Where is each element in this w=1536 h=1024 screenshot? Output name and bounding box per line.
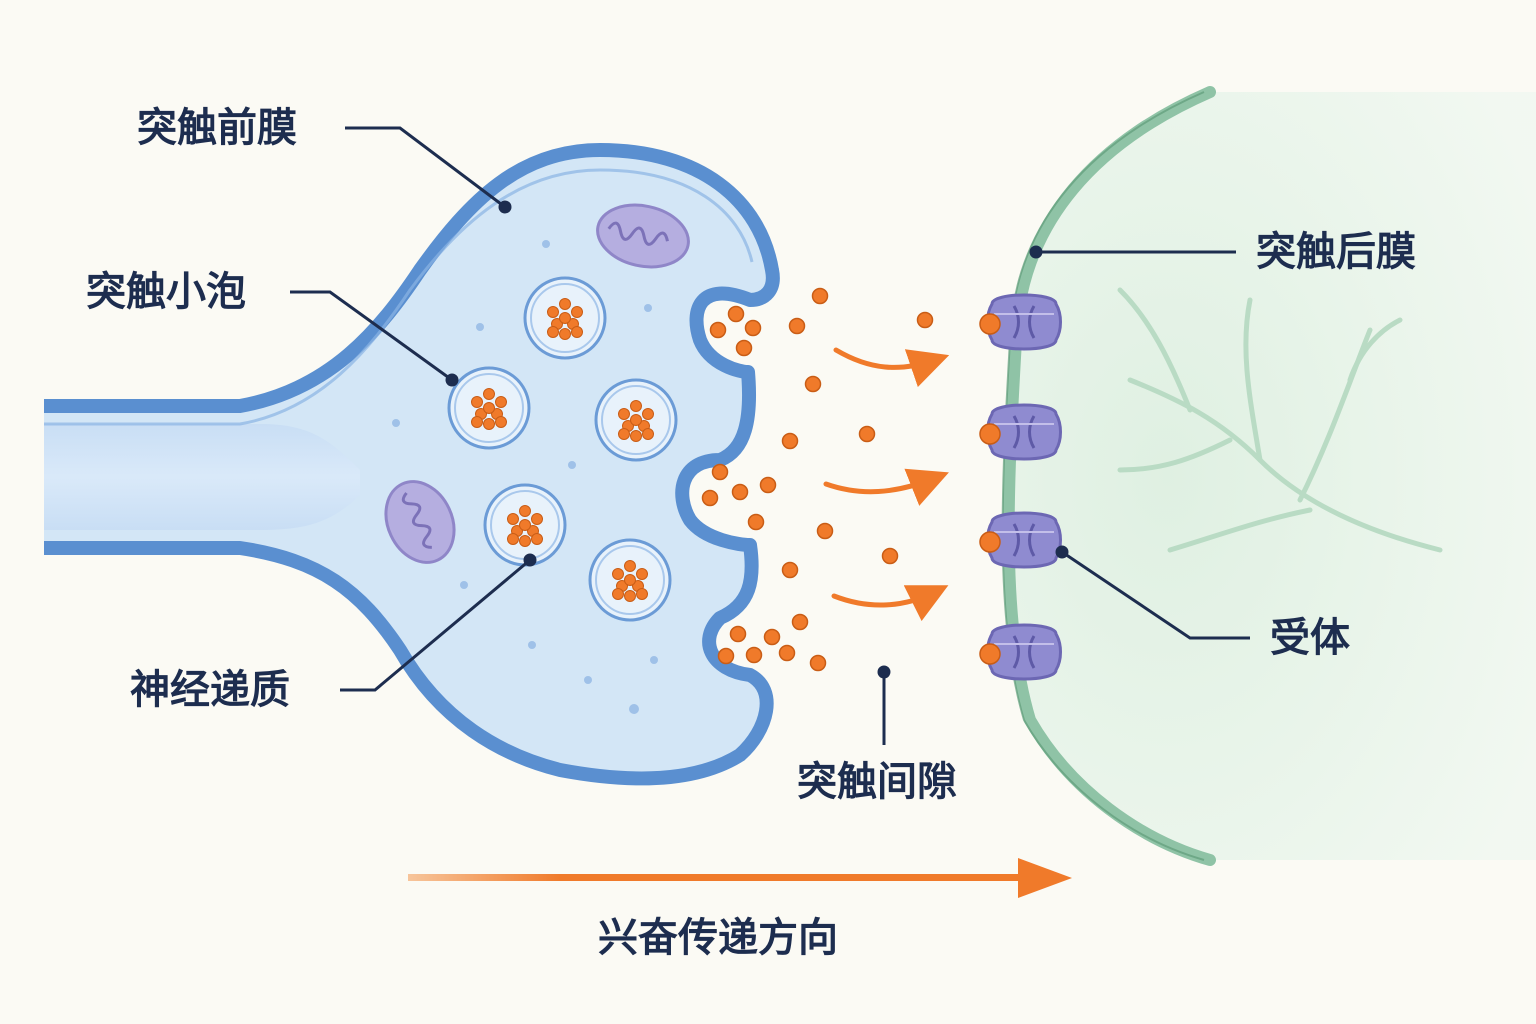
flow-arrows <box>823 347 950 622</box>
neurotransmitter-molecule-icon <box>744 319 762 337</box>
neurotransmitter-molecule-icon <box>781 561 799 579</box>
mitochondrion-icon <box>384 480 456 564</box>
neurotransmitter-molecule-icon <box>788 317 806 335</box>
label-postsynaptic-membrane: 突触后膜 <box>1256 229 1416 275</box>
cytoplasm-specks <box>392 240 658 714</box>
neurotransmitter-molecule-icon <box>816 522 834 540</box>
neurotransmitter-molecule-icon <box>778 644 796 662</box>
neurotransmitter-molecule-icon <box>729 625 747 643</box>
neurotransmitter-molecule-icon <box>735 339 753 357</box>
neurotransmitter-molecule-icon <box>916 311 934 329</box>
neurotransmitter-molecule-icon <box>791 613 809 631</box>
synaptic-vesicles <box>447 276 678 622</box>
neurotransmitter-molecule-icon <box>747 513 765 531</box>
neurotransmitter-molecule-icon <box>804 375 822 393</box>
neurotransmitter-molecule-icon <box>745 646 763 664</box>
label-direction: 兴奋传递方向 <box>598 915 838 961</box>
neurotransmitter-molecule-icon <box>759 476 777 494</box>
synaptic-vesicle-icon <box>447 366 531 450</box>
neurotransmitter-molecule-icon <box>809 654 827 672</box>
label-synaptic-vesicle: 突触小泡 <box>86 269 246 315</box>
leader-line-receptor <box>1061 550 1250 640</box>
direction-arrow-icon <box>408 858 1072 898</box>
presynaptic-membrane-line <box>44 143 780 786</box>
mitochondrion-icon <box>596 203 690 269</box>
neurotransmitter-molecule-icon <box>701 489 719 507</box>
postsynaptic-cytoplasm <box>1008 92 1536 860</box>
label-neurotransmitter: 神经递质 <box>130 667 290 713</box>
neurotransmitter-molecule-icon <box>711 463 729 481</box>
neurotransmitter-molecule-icon <box>781 432 799 450</box>
synaptic-vesicle-icon <box>594 378 678 462</box>
neurotransmitter-molecules <box>701 287 934 672</box>
neurotransmitter-molecule-icon <box>731 483 749 501</box>
label-receptor: 受体 <box>1270 615 1350 661</box>
synaptic-vesicle-icon <box>483 483 567 567</box>
neurotransmitter-molecule-icon <box>727 305 745 323</box>
neurotransmitter-molecule-icon <box>858 425 876 443</box>
leader-line-presynaptic-membrane <box>345 126 506 209</box>
neurotransmitter-molecule-icon <box>881 547 899 565</box>
dendrite-branches <box>1117 287 1443 553</box>
receptor-icon <box>979 511 1062 569</box>
neurotransmitter-molecule-icon <box>763 628 781 646</box>
flow-arrow-icon <box>833 347 950 388</box>
flow-arrow-icon <box>831 585 949 622</box>
synaptic-vesicle-icon <box>523 276 607 360</box>
synaptic-vesicle-icon <box>588 538 672 622</box>
neurotransmitter-molecule-icon <box>811 287 829 305</box>
label-presynaptic-membrane: 突触前膜 <box>137 105 297 151</box>
receptors <box>979 293 1062 681</box>
axon-core <box>44 424 360 530</box>
neurotransmitter-molecule-icon <box>709 321 727 339</box>
leader-line-synaptic-vesicle <box>290 290 453 382</box>
neurotransmitter-molecule-icon <box>717 647 735 665</box>
label-synaptic-cleft: 突触间隙 <box>797 759 957 805</box>
flow-arrow-icon <box>823 468 949 506</box>
receptor-icon <box>979 623 1062 681</box>
receptor-icon <box>979 403 1062 461</box>
receptor-icon <box>979 293 1062 351</box>
postsynaptic-cell <box>1001 86 1536 866</box>
leader-lines <box>290 126 1250 745</box>
leader-line-neurotransmitter <box>340 558 531 692</box>
